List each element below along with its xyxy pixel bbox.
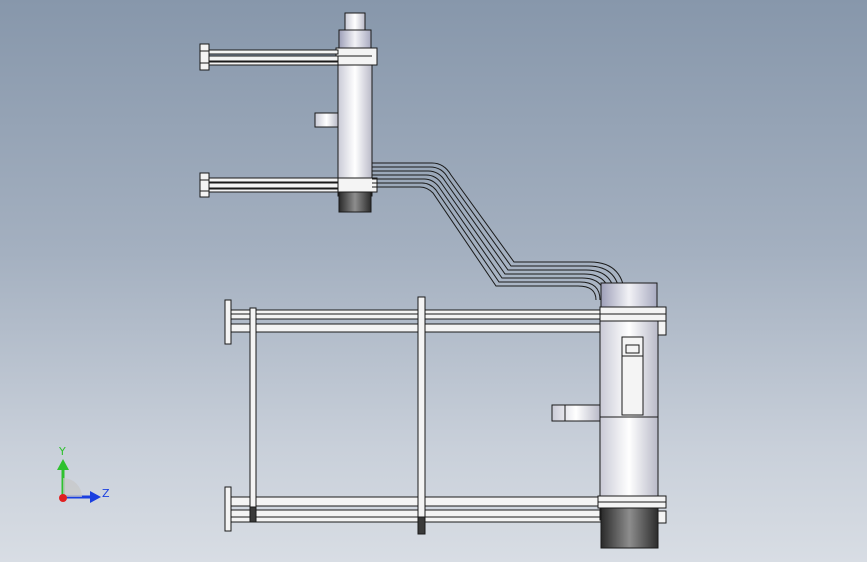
lower-frame[interactable] <box>224 296 602 535</box>
lower-endcap-top <box>224 299 232 345</box>
upper-main-body <box>337 47 373 197</box>
y-axis-label: Y <box>58 445 66 458</box>
lower-top-boss <box>600 282 658 308</box>
upper-rod-top <box>199 43 339 71</box>
lower-rail-top-2 <box>230 323 602 333</box>
x-axis-origin <box>59 494 67 502</box>
axis-triad: Y Z <box>57 445 110 503</box>
lower-endcap-bottom <box>224 486 232 532</box>
lower-rail-bottom-1 <box>230 496 602 507</box>
z-axis-label: Z <box>102 487 110 500</box>
lower-rail-bottom-2 <box>230 509 602 518</box>
upper-flange-bottom <box>335 177 378 193</box>
lower-side-port <box>551 404 601 422</box>
upper-side-port <box>314 112 339 128</box>
upper-cap-ring <box>338 29 372 49</box>
upper-dark-band <box>338 191 372 213</box>
lower-dark-base <box>600 507 659 549</box>
lower-post-left <box>249 307 257 523</box>
upper-rod-bottom <box>199 172 339 198</box>
lower-head-assembly[interactable] <box>551 282 667 549</box>
upper-top-boss <box>344 12 366 31</box>
upper-assembly[interactable] <box>199 12 378 213</box>
lower-post-middle <box>417 296 426 535</box>
pipe-bundle[interactable] <box>372 162 626 301</box>
